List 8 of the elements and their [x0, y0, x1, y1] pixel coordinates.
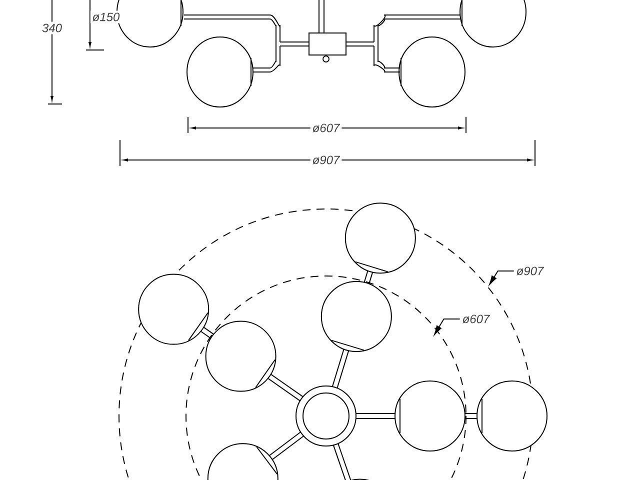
dimension-text: ø907	[310, 154, 342, 166]
leader-line	[489, 270, 514, 285]
dimension-text: 340	[40, 22, 64, 34]
dimension-text: ø607	[462, 314, 490, 324]
dimension-text: ø150	[90, 10, 122, 24]
leader-line	[434, 318, 460, 335]
dimension-text: ø607	[310, 122, 342, 134]
dimension-text: ø907	[516, 266, 544, 276]
